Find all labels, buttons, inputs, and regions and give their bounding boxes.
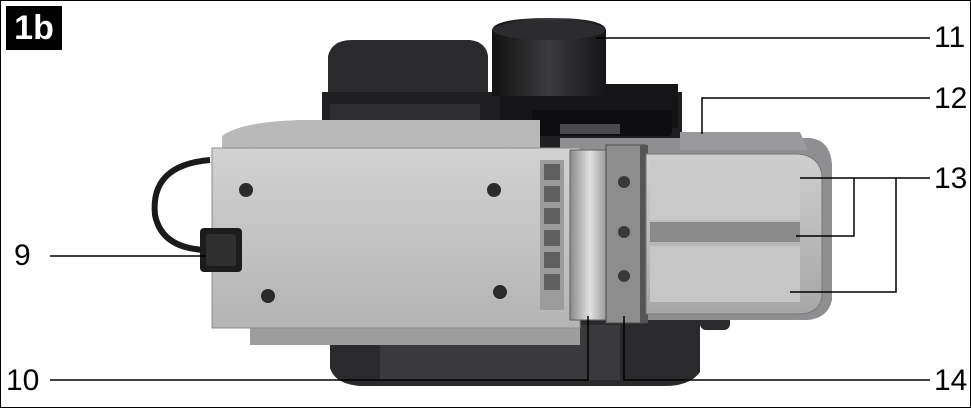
rear-base (222, 120, 580, 345)
callout-14: 14 (934, 364, 968, 397)
leader-13b (790, 177, 897, 293)
callout-10: 10 (6, 364, 40, 397)
leader-14 (623, 316, 930, 381)
cutter-drum (569, 144, 648, 324)
depth-adjust-knob (492, 18, 606, 96)
lock-off-button (200, 228, 242, 272)
figure-label: 1b (6, 6, 62, 50)
front-sole-plate (645, 153, 823, 315)
callout-13: 13 (934, 162, 968, 195)
leader-10 (50, 316, 589, 381)
cable-loop (151, 157, 211, 253)
callout-9: 9 (14, 239, 31, 272)
leader-13 (796, 177, 855, 237)
leader-lines (50, 37, 930, 381)
leader-12 (701, 97, 930, 134)
callout-11: 11 (934, 21, 966, 54)
callout-12: 12 (934, 82, 968, 115)
rear-sole-plate (211, 147, 581, 329)
